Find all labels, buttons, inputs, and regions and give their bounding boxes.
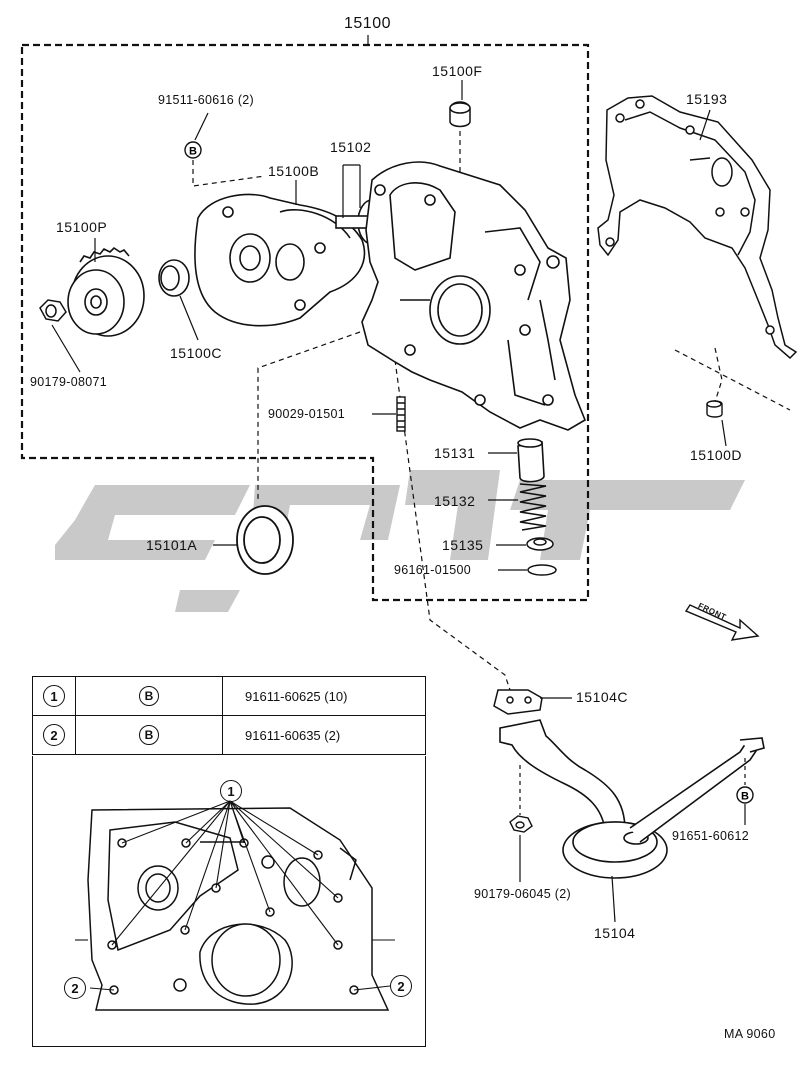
label-15100C: 15100C	[170, 345, 223, 361]
label-90029-01501: 90029-01501	[268, 407, 345, 421]
svg-text:B: B	[189, 146, 197, 158]
label-15102: 15102	[330, 139, 372, 155]
label-15100P: 15100P	[56, 219, 108, 235]
nut-90179-06045	[509, 815, 533, 833]
label-15132: 15132	[434, 493, 476, 509]
legend-bolt-mark: B	[139, 725, 159, 745]
oil-seal-15101A	[236, 505, 294, 575]
timing-pulley-15100P	[67, 246, 145, 337]
legend-part-number: 91611-60635 (2)	[245, 727, 341, 743]
svg-text:B: B	[741, 791, 749, 803]
bolt-callout-91651: B	[736, 786, 754, 804]
legend-row: 1 B 91611-60625 (10)	[33, 677, 425, 716]
spring-15132	[519, 483, 547, 531]
inset-leaders	[75, 800, 395, 991]
stud-90029-01501	[396, 396, 406, 432]
label-91511-60616: 91511-60616 (2)	[158, 93, 255, 107]
o-ring-15100C	[158, 259, 190, 297]
gasket-15193	[597, 95, 798, 360]
label-15100: 15100	[344, 15, 391, 32]
oil-pump-body-cover	[361, 161, 586, 431]
inset-callout-1: 1	[220, 780, 242, 802]
label-15135: 15135	[442, 537, 484, 553]
retainer-15135	[526, 537, 554, 551]
front-arrow	[684, 604, 760, 641]
label-15104: 15104	[594, 925, 636, 941]
label-96161-01500: 96161-01500	[394, 563, 471, 577]
bolt-callout-91511: B	[184, 141, 202, 159]
pin-15100D	[706, 400, 723, 418]
relief-valve-15131	[517, 438, 545, 483]
label-90179-06045: 90179-06045 (2)	[474, 887, 571, 901]
leader	[51, 324, 81, 373]
label-15101A: 15101A	[146, 537, 198, 553]
label-15100B: 15100B	[268, 163, 320, 179]
watermark	[55, 470, 745, 612]
legend-row: 2 B 91611-60635 (2)	[33, 716, 425, 755]
inset-frame	[32, 756, 426, 1047]
bolt-legend-table: 1 B 91611-60625 (10) 2 B 91611-60635 (2)	[32, 676, 426, 755]
assembly-outline-15100	[20, 43, 590, 602]
legend-part-number: 91611-60625 (10)	[245, 688, 348, 704]
snap-ring-96161-01500	[527, 564, 557, 576]
label-90179-08071: 90179-08071	[30, 375, 107, 389]
nut-90179-08071	[39, 299, 67, 322]
inset-callout-2-right: 2	[390, 975, 412, 997]
inset-callout-2-left: 2	[64, 977, 86, 999]
oil-strainer-15104	[499, 719, 765, 879]
label-15131: 15131	[434, 445, 476, 461]
label-15100D: 15100D	[690, 447, 743, 463]
label-15193: 15193	[686, 91, 728, 107]
gasket-15104C	[493, 689, 543, 715]
legend-bolt-mark: B	[139, 686, 159, 706]
diagram-code: MA 9060	[724, 1027, 776, 1041]
plug-15100F	[449, 101, 471, 128]
leader	[179, 295, 199, 341]
pump-body-15100B	[194, 193, 366, 327]
label-91651-60612: 91651-60612	[672, 829, 749, 843]
legend-number: 2	[43, 724, 65, 746]
label-15104C: 15104C	[576, 689, 629, 705]
legend-number: 1	[43, 685, 65, 707]
label-15100F: 15100F	[432, 63, 483, 79]
